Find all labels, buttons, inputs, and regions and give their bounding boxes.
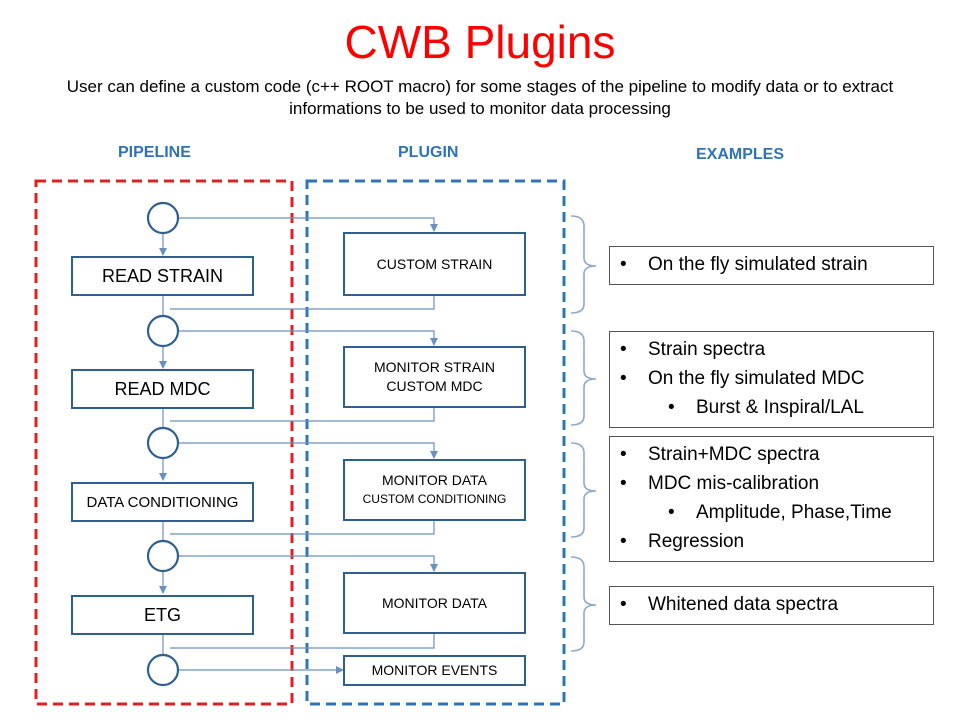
pipeline-node-2 (146, 314, 180, 348)
example-item: Regression (616, 527, 927, 556)
plugin-monitor-events: MONITOR EVENTS (343, 655, 526, 686)
page-title: CWB Plugins (344, 16, 616, 68)
plugin-column-header: PLUGIN (398, 144, 459, 161)
plugin-out-arrow-2 (178, 330, 438, 346)
plugin-monitor-data: MONITOR DATA (343, 572, 526, 634)
plugin-line-2: CUSTOM CONDITIONING (362, 492, 507, 506)
pipeline-node-5 (146, 653, 180, 687)
plugin-line-1: MONITOR DATA (382, 472, 487, 488)
plugin-line-2: CUSTOM MDC (386, 378, 483, 394)
plugin-monitor-strain-custom-mdc: MONITOR STRAIN CUSTOM MDC (343, 346, 526, 408)
bracket-2 (570, 330, 597, 426)
bracket-3 (570, 442, 597, 538)
plugin-out-arrow-1 (178, 217, 438, 232)
pipeline-node-4 (146, 539, 180, 573)
example-item: Strain spectra (616, 335, 927, 364)
plugin-line-1: MONITOR DATA (382, 594, 487, 611)
pipeline-step-data-conditioning: DATA CONDITIONING (71, 482, 254, 522)
examples-column-header: EXAMPLES (696, 146, 785, 163)
example-item: MDC mis-calibration (616, 469, 927, 498)
plugin-return-2 (170, 408, 435, 422)
example-item: On the fly simulated strain (616, 250, 927, 279)
plugin-return-4 (170, 634, 435, 649)
plugin-line-1: MONITOR EVENTS (371, 662, 498, 678)
example-item: Whitened data spectra (616, 590, 927, 619)
example-item: On the fly simulated MDC (616, 364, 927, 393)
example-box-3: Strain+MDC spectra MDC mis-calibration A… (609, 436, 934, 562)
example-box-2: Strain spectra On the fly simulated MDC … (609, 331, 934, 428)
page-subtitle: User can define a custom code (c++ ROOT … (66, 77, 894, 118)
plugin-return-1 (170, 296, 435, 310)
example-subitem: Amplitude, Phase,Time (616, 498, 927, 527)
pipeline-column-header: PIPELINE (118, 144, 191, 161)
plugin-line-1: CUSTOM STRAIN (376, 255, 493, 272)
plugin-out-arrow-3 (178, 442, 438, 459)
example-box-1: On the fly simulated strain (609, 246, 934, 285)
example-item: Strain+MDC spectra (616, 440, 927, 469)
pipeline-node-3 (146, 426, 180, 460)
pipeline-step-etg: ETG (71, 595, 254, 635)
pipeline-step-read-mdc: READ MDC (71, 369, 254, 409)
plugin-out-arrow-4 (178, 555, 438, 572)
pipeline-node-1 (146, 201, 180, 235)
plugin-monitor-data-custom-conditioning: MONITOR DATA CUSTOM CONDITIONING (343, 459, 526, 521)
plugin-line-1: MONITOR STRAIN (373, 359, 496, 375)
plugin-custom-strain: CUSTOM STRAIN (343, 232, 526, 296)
pipeline-step-read-strain: READ STRAIN (71, 256, 254, 296)
bracket-4 (570, 556, 597, 652)
plugin-return-3 (170, 521, 435, 535)
example-subitem: Burst & Inspiral/LAL (616, 393, 927, 422)
example-box-4: Whitened data spectra (609, 586, 934, 625)
bracket-1 (570, 215, 597, 314)
